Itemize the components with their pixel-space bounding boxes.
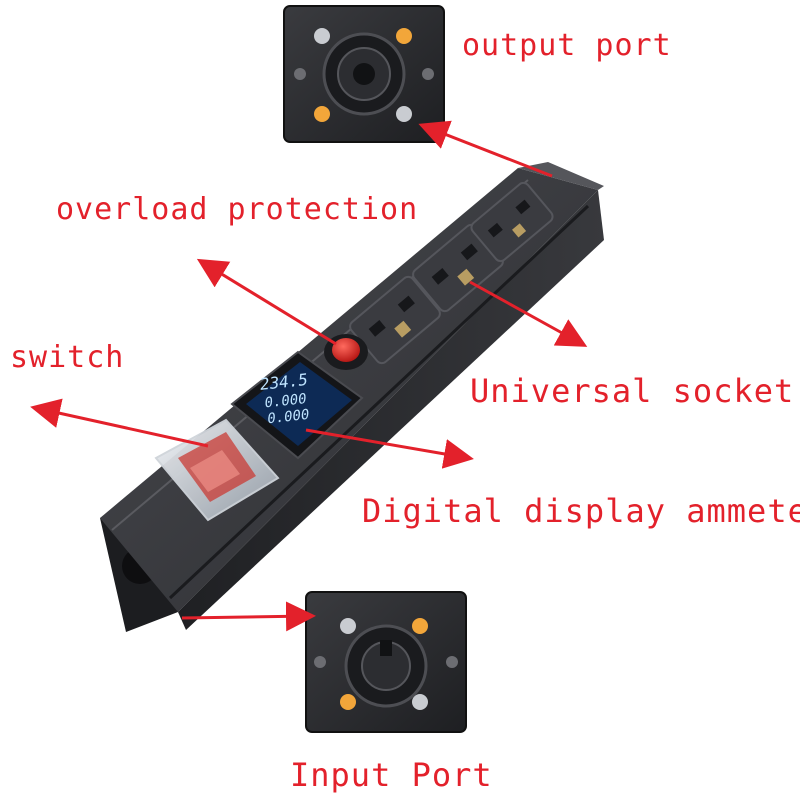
label-switch: switch: [10, 340, 125, 375]
screw-icon: [314, 28, 330, 44]
screw-icon: [446, 656, 458, 668]
screw-icon: [314, 656, 326, 668]
label-universal-socket: Universal socket: [470, 372, 795, 410]
input-port-inset: [305, 591, 467, 733]
annotation-arrows: [30, 120, 588, 632]
display-line-2: 0.000: [264, 391, 307, 411]
power-switch[interactable]: [154, 418, 280, 522]
output-port-inset: [283, 5, 445, 143]
output-end-cap: [518, 162, 604, 190]
arrow-universal-socket: [469, 280, 588, 347]
screw-icon: [396, 106, 412, 122]
arrow-overload-protection: [196, 258, 337, 346]
digital-display-ammeter: 234.5 0.000 0.000: [230, 350, 364, 460]
ammeter-readout: 234.5 0.000 0.000: [259, 370, 310, 428]
screw-icon: [340, 694, 356, 710]
arrow-switch: [30, 398, 209, 448]
screw-icon: [422, 68, 434, 80]
screw-icon: [396, 28, 412, 44]
screw-icon: [294, 68, 306, 80]
screw-icon: [314, 106, 330, 122]
strip-side-face: [178, 190, 604, 630]
universal-socket-1: [349, 275, 441, 365]
label-digital-display-ammeter: Digital display ammete: [362, 492, 800, 530]
label-input-port: Input Port: [290, 756, 493, 794]
arrow-input-port: [181, 601, 316, 632]
arrow-digital-display: [305, 428, 474, 469]
display-line-3: 0.000: [267, 407, 310, 427]
screw-icon: [340, 618, 356, 634]
screw-icon: [412, 618, 428, 634]
label-overload-protection: overload protection: [56, 192, 419, 227]
label-output-port: output port: [462, 28, 672, 63]
arrow-output-port: [418, 120, 553, 178]
screw-icon: [412, 694, 428, 710]
universal-socket-3: [470, 181, 554, 263]
